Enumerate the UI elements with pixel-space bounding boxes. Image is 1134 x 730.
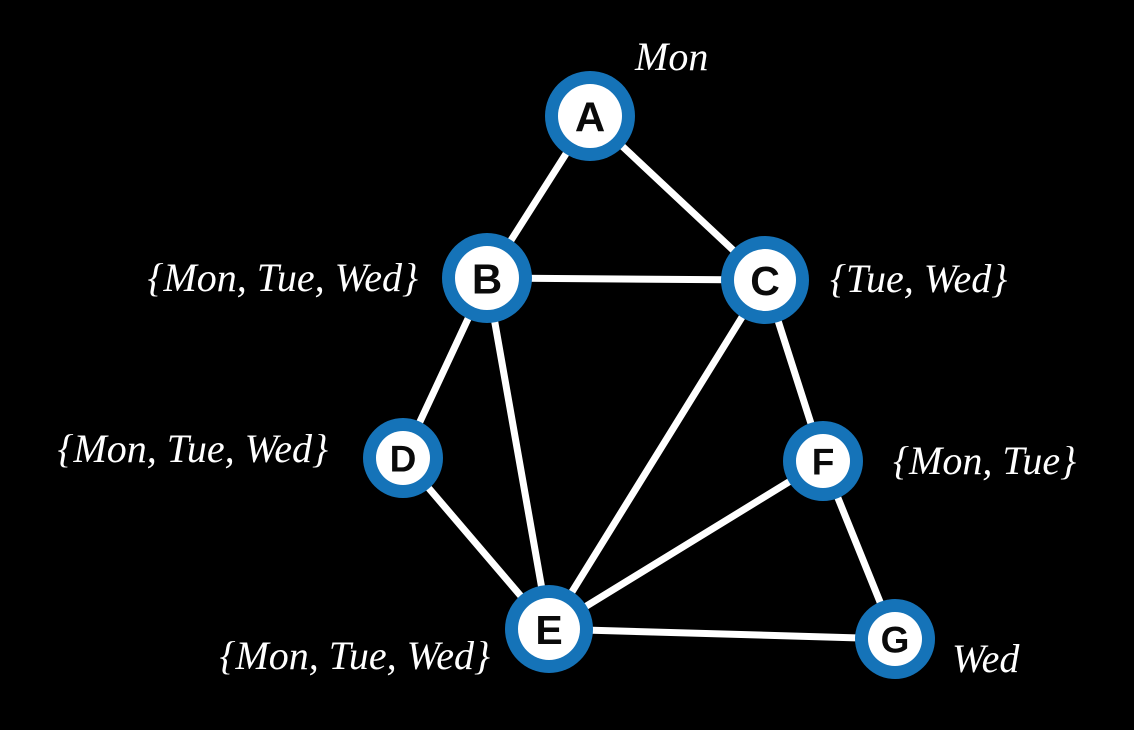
edge-E-G	[545, 625, 899, 643]
node-C-domain-label: {Tue, Wed}	[830, 256, 1007, 301]
node-A-face	[558, 84, 622, 148]
node-F-domain-label: {Mon, Tue}	[893, 438, 1076, 483]
node-D-face	[376, 431, 430, 485]
edges-layer	[399, 112, 899, 643]
node-A-domain-label: Mon	[634, 34, 708, 79]
edge-B-C	[483, 274, 769, 284]
node-F-face	[796, 434, 850, 488]
labels-layer: Mon {Mon, Tue, Wed} {Tue, Wed} {Mon, Tue, W…	[57, 34, 1076, 681]
node-A-letter: A	[575, 94, 605, 141]
node-D-letter: D	[390, 439, 417, 480]
edge-E-F	[545, 457, 827, 633]
node-D: D	[363, 418, 443, 498]
node-B-letter: B	[472, 256, 502, 303]
node-C-letter: C	[750, 258, 780, 304]
node-G-face	[868, 612, 922, 666]
node-G: G	[855, 599, 935, 679]
node-D-domain-label: {Mon, Tue, Wed}	[57, 426, 328, 471]
node-B: B	[442, 233, 532, 323]
node-E-domain-label: {Mon, Tue, Wed}	[219, 633, 490, 678]
node-E-face	[518, 598, 580, 660]
node-F: F	[783, 421, 863, 501]
node-G-domain-label: Wed	[952, 636, 1020, 681]
node-G-letter: G	[881, 620, 910, 661]
node-A: A	[545, 71, 635, 161]
node-B-domain-label: {Mon, Tue, Wed}	[147, 255, 418, 300]
edge-C-E	[545, 276, 769, 633]
node-E: E	[505, 585, 593, 673]
node-B-face	[455, 246, 519, 310]
nodes-layer: A B C D E F G	[363, 71, 935, 679]
node-F-letter: F	[812, 442, 835, 483]
node-C-face	[734, 249, 796, 311]
edge-B-E	[483, 274, 553, 633]
node-E-letter: E	[535, 607, 562, 653]
node-C: C	[721, 236, 809, 324]
